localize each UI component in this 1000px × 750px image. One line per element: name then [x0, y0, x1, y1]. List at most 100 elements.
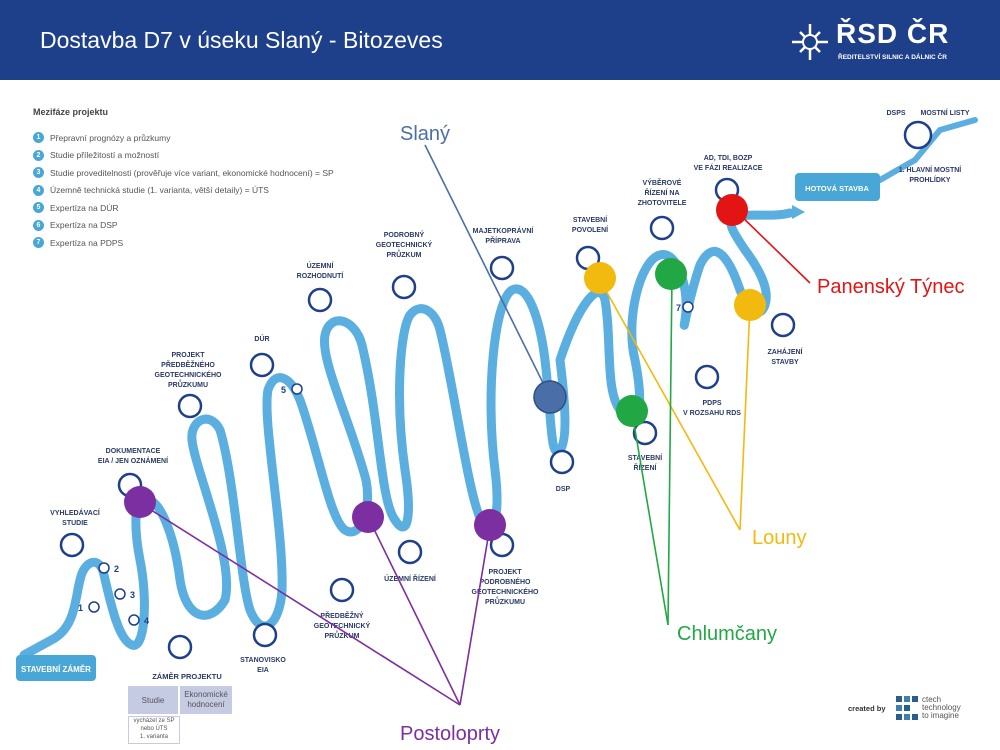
stage-label: GEOTECHNICKÝ [376, 240, 433, 249]
stage-label: VE FÁZI REALIZACE [694, 163, 763, 172]
stage-label: STUDIE [62, 520, 88, 527]
phase-number: 7 [33, 237, 44, 249]
phase-label: Územně technická studie (1. varianta, vě… [50, 185, 269, 196]
search-icon [59, 532, 85, 558]
chlumcany-line [667, 274, 673, 626]
stage-label: DSPS [886, 110, 905, 117]
box-icon [549, 449, 575, 475]
tools-icon [903, 120, 933, 150]
stage-label: GEOTECHNICKÝ [314, 621, 371, 630]
stage-label: PODROBNÝ [384, 230, 425, 239]
stage-label: MOSTNÍ LISTY [921, 108, 970, 117]
worker-icon [694, 364, 720, 390]
stage-label: PRŮZKUM [325, 630, 360, 640]
marker-number: 1 [78, 603, 83, 613]
rsd-emblem-icon [792, 24, 828, 60]
marker-number: 7 [676, 303, 681, 313]
stage-label: ÚZEMNÍ ŘÍZENÍ [384, 574, 437, 583]
stage-label: DOKUMENTACE [106, 448, 161, 455]
stage-label: 1. HLAVNÍ MOSTNÍ [899, 165, 963, 174]
stage-label: VÝBĚROVÉ [643, 178, 682, 187]
chlumcany-dot [616, 395, 648, 427]
chlumcany-line [631, 411, 669, 626]
crane-icon [770, 312, 796, 338]
marker-dot [98, 562, 110, 574]
ekonomicke-line: Ekonomické [184, 690, 228, 699]
phase-number: 4 [33, 184, 44, 196]
pin-icon [397, 539, 423, 565]
ctech-text: ctech technology to imagine [922, 696, 961, 720]
stage-label: EIA [257, 667, 269, 674]
studie-box: Studie [128, 686, 178, 714]
stage-label: GEOTECHNICKÉHO [155, 370, 222, 379]
stage-label: STAVBY [771, 359, 799, 366]
stage-label: PRŮZKUMU [168, 379, 208, 389]
stage-label: ZÁMĚR PROJEKTU [152, 672, 222, 681]
road-arrow [792, 205, 805, 219]
phase-number: 2 [33, 149, 44, 161]
stage-label: EIA / JEN OZNÁMENÍ [98, 456, 169, 465]
stage-label: ROZHODNUTÍ [297, 271, 345, 280]
phase-number: 6 [33, 219, 44, 231]
stage-label: ZHOTOVITELE [638, 200, 687, 207]
ekonomicke-line: hodnocení [187, 700, 225, 709]
stage-label: STAVEBNÍ [573, 215, 608, 224]
marker-number: 3 [130, 590, 135, 600]
stack-icon [632, 420, 658, 446]
marker-dot [291, 383, 303, 395]
panensky-tynec-line [734, 209, 811, 284]
place-labels: Slaný Panenský Týnec Louny Chlumčany Pos… [400, 123, 965, 745]
stage-label: POVOLENÍ [572, 225, 609, 234]
callout-lines [139, 144, 811, 706]
panensky-tynec-label: Panenský Týnec [817, 276, 965, 298]
marker-dot [128, 614, 140, 626]
postoloprty-dot [352, 501, 384, 533]
marker-dot [114, 588, 126, 600]
note-line: 1. varianta [139, 734, 169, 740]
phase-label: Přepravní prognózy a průzkumy [50, 132, 171, 143]
note-line: vycházel ze SP [133, 718, 175, 724]
hotova-stavba-box [795, 173, 880, 201]
stage-icons [59, 120, 933, 660]
gavel-icon [489, 255, 515, 281]
zamer-note: vycházel ze SP nebo ÚTS 1. varianta [128, 716, 180, 744]
louny-label: Louny [752, 527, 807, 549]
stage-label: ZAHÁJENÍ [767, 347, 803, 356]
phase-label: Expertíza na DÚR [50, 202, 119, 213]
stavebni-zamer-box [16, 655, 96, 681]
ctech-line: technology [922, 703, 961, 712]
note-line: nebo ÚTS [140, 726, 168, 732]
postoloprty-line [459, 525, 491, 706]
postoloprty-dot [124, 486, 156, 518]
logo-text: ŘSD ČR [836, 18, 950, 49]
process-road [19, 208, 795, 660]
stage-label: PŘEDBĚŽNÉHO [161, 360, 215, 369]
postoloprty-dot [474, 509, 506, 541]
eye-icon [329, 577, 355, 603]
stage-label: PROJEKT [488, 569, 522, 576]
chlumcany-dot [655, 258, 687, 290]
marker-number: 5 [281, 385, 286, 395]
marker-dot [682, 301, 694, 313]
stage-label: MAJETKOPRÁVNÍ [473, 226, 535, 235]
phases-title: Mezifáze projektu [33, 107, 109, 117]
louny-line [739, 304, 751, 531]
stage-label: PODROBNÉHO [480, 577, 532, 586]
stavebni-zamer-label: STAVEBNÍ ZÁMĚR [21, 665, 91, 674]
ctech-logo: ctech technology to imagine [896, 694, 976, 726]
page-title: Dostavba D7 v úseku Slaný - Bitozeves [40, 27, 443, 53]
stage-label: PŘÍPRAVA [485, 236, 520, 245]
stage-labels: VYHLEDÁVACÍ STUDIE ZÁMĚR PROJEKTU DOKUME… [50, 108, 970, 681]
slany-label: Slaný [400, 123, 450, 145]
chlumcany-label: Chlumčany [677, 623, 777, 645]
stage-label: GEOTECHNICKÉHO [472, 587, 539, 596]
phase-label: Studie proveditelnosti (prověřuje více v… [50, 167, 334, 178]
tree-icon [252, 622, 278, 648]
phase-label: Expertíza na PDPS [50, 237, 124, 248]
hotova-stavba-label: HOTOVÁ STAVBA [805, 184, 869, 193]
marker-number: 2 [114, 564, 119, 574]
louny-dot [734, 289, 766, 321]
